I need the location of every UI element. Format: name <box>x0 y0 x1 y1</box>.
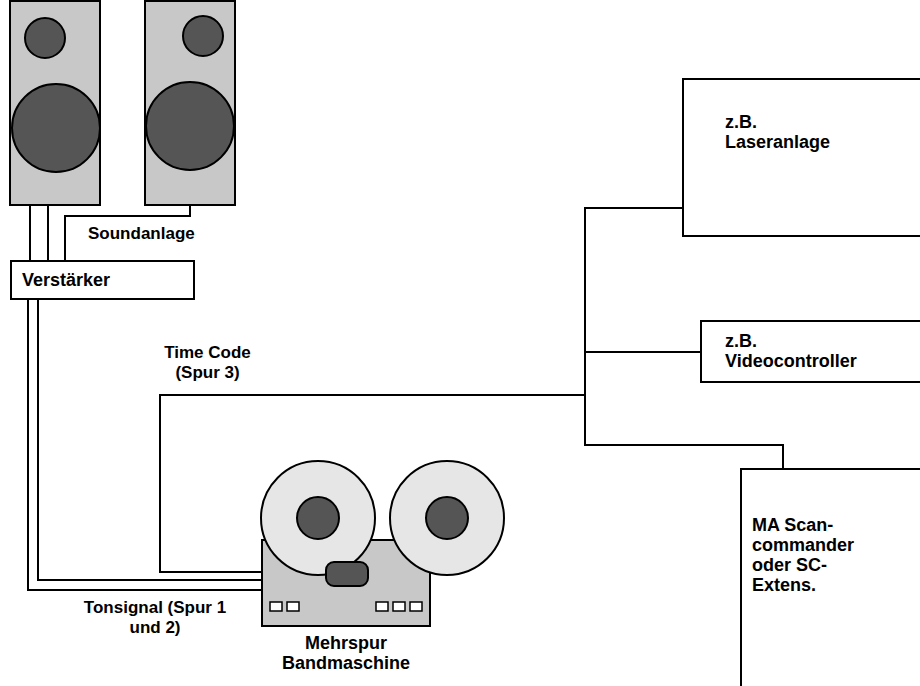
node-text: z.B. Laseranlage <box>725 112 850 152</box>
device-box: z.B. Laseranlage <box>682 78 920 237</box>
tape-machine-node: Mehrspur Bandmaschine <box>262 463 438 681</box>
speaker <box>10 1 100 205</box>
signal-label: Tonsignal (Spur 1 und 2) <box>70 598 240 638</box>
node-text: Verstärker <box>22 270 182 290</box>
device-box: z.B. Videocontroller <box>700 320 920 383</box>
device-box: MA Scan- commander oder SC-Extens. <box>740 468 920 686</box>
signal-connector <box>160 208 682 572</box>
tape-machine <box>261 461 504 626</box>
system-label: Soundanlage <box>88 224 228 244</box>
signal-connector <box>160 352 700 572</box>
node-text: MA Scan- commander oder SC-Extens. <box>752 515 864 595</box>
signal-connector <box>160 395 783 572</box>
amplifier-box: Verstärker <box>10 260 195 300</box>
speaker <box>145 1 235 205</box>
node-text: z.B. Videocontroller <box>725 331 877 371</box>
signal-label: Time Code (Spur 3) <box>145 343 270 383</box>
node-text: Mehrspur Bandmaschine <box>262 633 430 673</box>
